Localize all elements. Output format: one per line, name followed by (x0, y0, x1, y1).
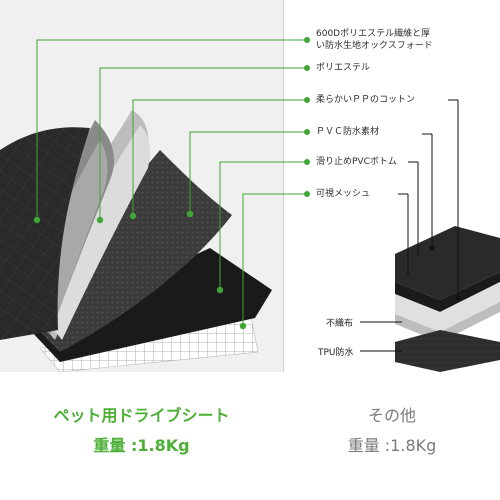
product-weight: 重量 :1.8Kg (93, 436, 190, 455)
product-title: ペット用ドライブシート (53, 406, 230, 425)
layer-illustration (0, 39, 500, 372)
leader-line-2 (99, 67, 304, 218)
label-marker-5 (304, 159, 310, 165)
leader-line-4 (189, 131, 304, 212)
label-marker-1 (304, 37, 310, 43)
label-tpu: TPU防水 (318, 348, 354, 358)
other-top-layer (395, 226, 500, 300)
label-marker-4 (304, 129, 310, 135)
label-nonwoven: 不織布 (326, 319, 354, 329)
label-oxford-line2: い防水生地オックスフォード (316, 41, 433, 51)
other-title: その他 (367, 406, 416, 425)
label-marker-6 (304, 191, 310, 197)
other-foam-layer (395, 282, 500, 332)
other-nonwoven-layer (395, 302, 500, 342)
label-marker-2 (304, 65, 310, 71)
leader-line-1 (36, 39, 304, 218)
other-weight: 重量 :1.8Kg (347, 436, 437, 455)
label-polyester: ポリエステル (316, 63, 371, 73)
leader-line-5 (219, 161, 304, 288)
label-oxford-line1: 600Dポリエステル繊維と厚 (316, 29, 431, 39)
leader-line-3 (132, 99, 304, 214)
label-pp-cotton: 柔らかいＰＰのコットン (316, 95, 416, 105)
label-pvc-waterproof: ＰＶＣ防水素材 (316, 127, 380, 137)
label-marker-3 (304, 97, 310, 103)
label-pvc-bottom: 滑り止めPVCボトム (316, 157, 397, 167)
label-mesh: 可視メッシュ (316, 189, 371, 199)
panel-divider (283, 0, 284, 372)
other-tpu-layer (395, 330, 500, 372)
label-oxford: 600Dポリエステル繊維と厚 い防水生地オックスフォード (316, 28, 433, 52)
oxford-top-layer (0, 127, 90, 340)
leader-line-6 (242, 193, 304, 324)
